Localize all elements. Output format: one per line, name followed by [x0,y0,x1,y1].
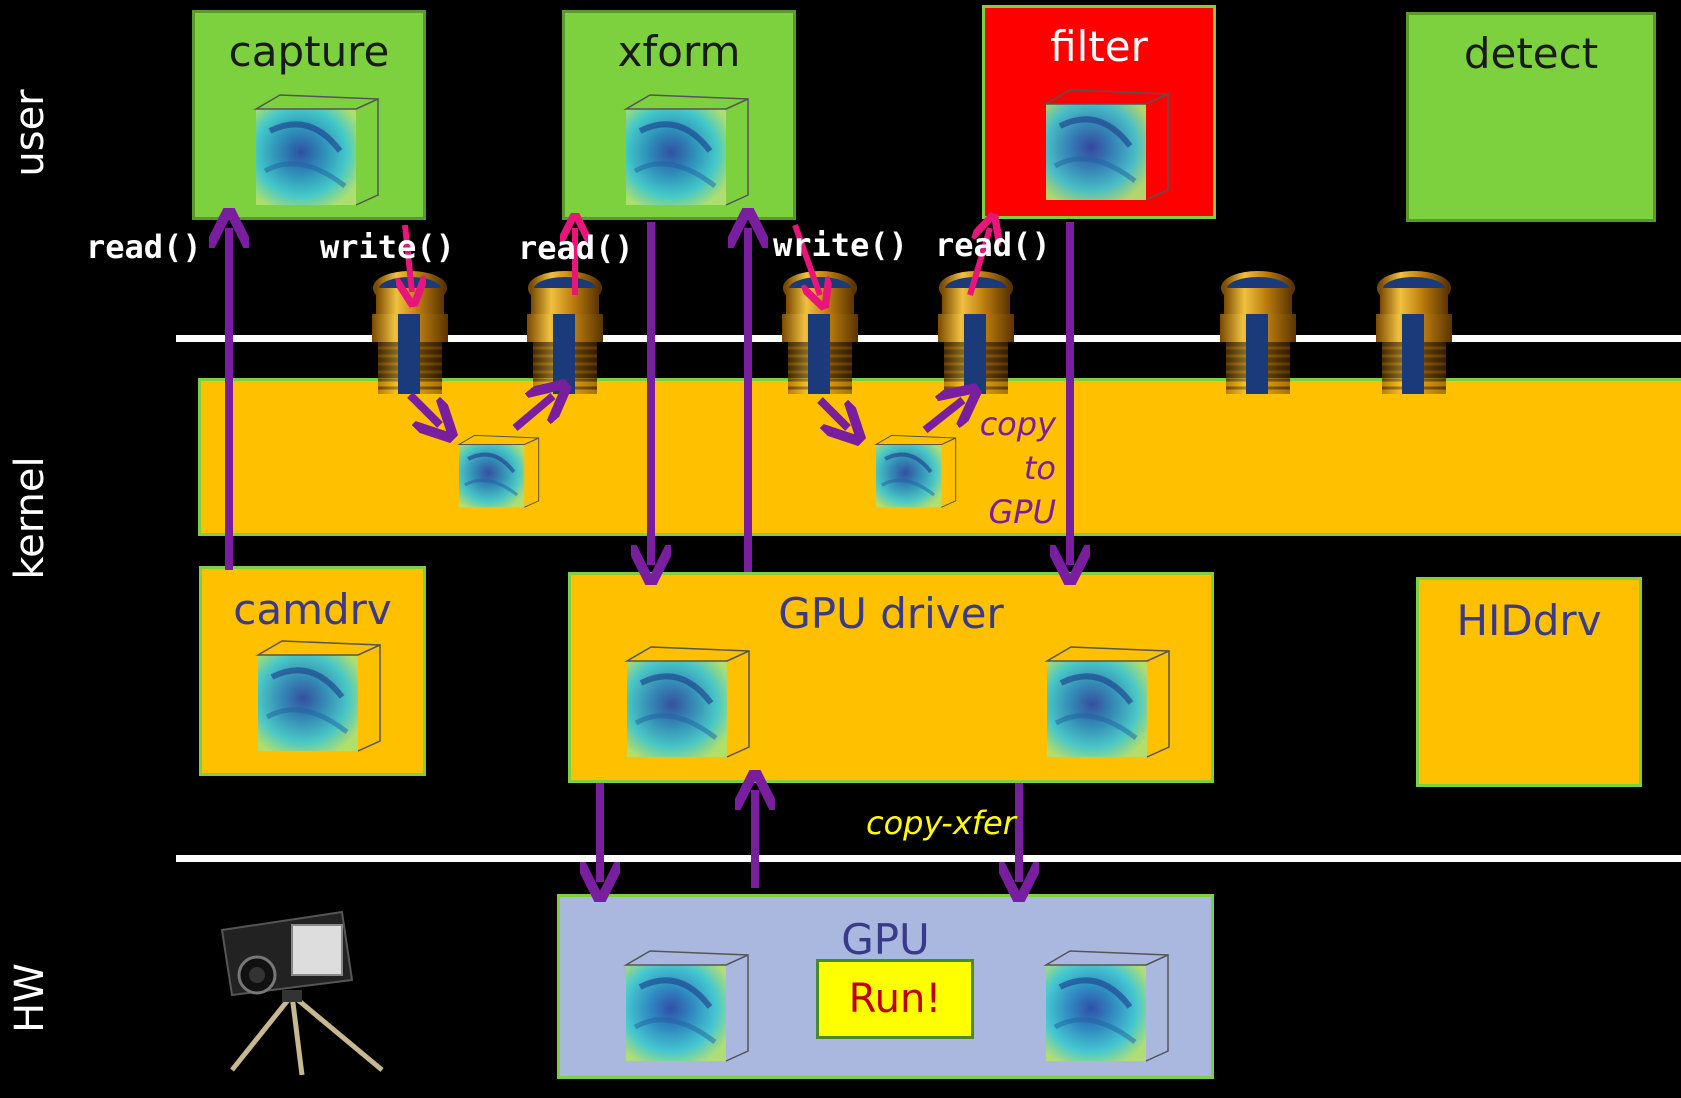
hiddrv-title: HIDdrv [1456,596,1602,645]
detect-title: detect [1463,29,1599,78]
syscall-write-capture: write() [320,228,455,266]
detect-process-box[interactable]: detect [1406,12,1656,222]
syscall-read-capture: read() [86,228,202,266]
user-kernel-boundary [176,335,1681,342]
gpu-hardware-box[interactable]: GPU Run! [557,894,1214,1079]
annotation-copy: copy [979,405,1056,443]
run-button[interactable]: Run! [816,959,974,1039]
gpu-driver-title: GPU driver [778,589,1004,638]
arrow-xform-write [792,223,820,295]
annotation-copy-xfer: copy-xfer [866,804,1016,842]
arrow-cube-to-pipe2 [512,396,553,432]
filter-title: filter [1050,22,1148,71]
syscall-read-filter: read() [935,226,1051,264]
arrow-capture-write [405,224,412,292]
syscall-write-xform: write() [773,226,908,264]
capture-process-box[interactable]: capture [192,10,426,220]
camera-icon [220,910,384,1075]
gpu-driver-module-box[interactable]: GPU driver [568,572,1214,783]
capture-title: capture [228,27,390,76]
camdrv-module-box[interactable]: camdrv [199,566,426,776]
hiddrv-module-box[interactable]: HIDdrv [1416,577,1642,787]
annotation-gpu: GPU [988,493,1056,531]
arrow-cube-to-pipe4 [922,400,963,434]
annotation-to: to [1023,449,1056,487]
gpu-title: GPU [841,915,930,964]
xform-title: xform [617,27,741,76]
kernel-hw-boundary [176,855,1681,862]
arrow-filter-read [967,228,990,296]
arrow-pipe3-to-cube [817,397,848,428]
syscall-read-xform: read() [518,229,634,267]
arrow-pipe1-to-cube [407,392,440,425]
camdrv-title: camdrv [233,585,392,634]
xform-process-box[interactable]: xform [562,10,796,220]
filter-process-box[interactable]: filter [982,5,1216,219]
annotation-copy-to-gpu: copy to GPU [960,402,1056,534]
